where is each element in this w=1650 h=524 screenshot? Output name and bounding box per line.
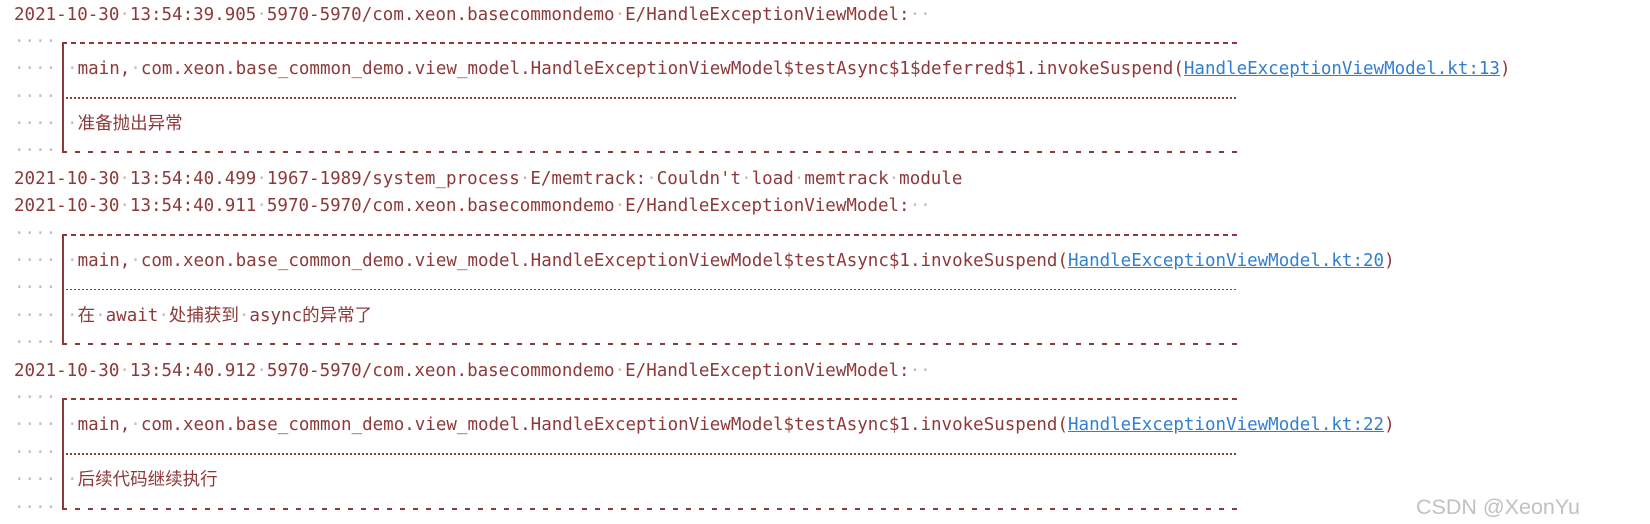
box-cell: ·main,·com.xeon.base_common_demo.view_mo…: [62, 412, 1395, 440]
box-cell: ·后续代码继续执行: [62, 467, 218, 495]
horizontal-border: [62, 97, 1237, 99]
box-divider: ····: [14, 83, 1650, 112]
log-header-line: 2021-10-30·13:54:40.912·5970-5970/com.xe…: [14, 358, 1650, 385]
log-text: 2021-10-30·13:54:40.912·5970-5970/com.xe…: [14, 360, 931, 381]
indent-whitespace-dots: ····: [14, 470, 57, 491]
log-message-line: ···· ·在·await·处捕获到·async的异常了: [14, 302, 1650, 331]
file-link[interactable]: HandleExceptionViewModel.kt:13: [1183, 59, 1500, 80]
indent-whitespace-dots: ····: [14, 141, 57, 162]
box-top-border: ····: [14, 29, 1650, 57]
stack-trace-line: ···· ·main,·com.xeon.base_common_demo.vie…: [14, 56, 1650, 84]
indent-whitespace-dots: ····: [14, 59, 57, 80]
file-link[interactable]: HandleExceptionViewModel.kt:20: [1068, 251, 1385, 272]
box-bottom-border: ····: [14, 138, 1650, 165]
vertical-border: [62, 138, 64, 153]
file-link[interactable]: HandleExceptionViewModel.kt:22: [1068, 415, 1385, 436]
stack-trace-line: ···· ·main,·com.xeon.base_common_demo.vie…: [14, 412, 1650, 440]
vertical-border: [62, 494, 64, 509]
log-message-line: ···· ·准备抛出异常: [14, 111, 1650, 139]
log-text: ·后续代码继续执行: [67, 470, 218, 491]
log-text: ·main,·com.xeon.base_common_demo.view_mo…: [67, 251, 1068, 272]
horizontal-border: [62, 397, 1237, 400]
stack-trace-line: ···· ·main,·com.xeon.base_common_demo.vie…: [14, 248, 1650, 276]
indent-whitespace-dots: ····: [14, 442, 57, 463]
indent-whitespace-dots: ····: [14, 333, 57, 354]
log-header-line: 2021-10-30·13:54:40.911·5970-5970/com.xe…: [14, 193, 1650, 220]
indent-whitespace-dots: ····: [14, 86, 57, 107]
box-divider: ····: [14, 275, 1650, 303]
csdn-watermark: CSDN @XeonYu: [1415, 495, 1580, 519]
indent-whitespace-dots: ····: [14, 305, 57, 326]
log-text: 2021-10-30·13:54:40.499·1967-1989/system…: [14, 168, 963, 189]
box-bottom-border: ····: [14, 330, 1650, 357]
indent-whitespace-dots: ····: [14, 415, 57, 436]
box-divider: ····: [14, 439, 1650, 468]
vertical-border: [62, 233, 64, 249]
vertical-border: [62, 330, 64, 345]
log-text: 2021-10-30·13:54:40.911·5970-5970/com.xe…: [14, 196, 931, 217]
indent-whitespace-dots: ····: [14, 223, 57, 244]
box-cell: ·准备抛出异常: [62, 111, 183, 139]
indent-whitespace-dots: ····: [14, 497, 57, 518]
log-text: 2021-10-30·13:54:39.905·5970-5970/com.xe…: [14, 4, 931, 25]
log-text: ·main,·com.xeon.base_common_demo.view_mo…: [67, 415, 1068, 436]
vertical-border: [62, 397, 64, 413]
box-cell: ·在·await·处捕获到·async的异常了: [62, 302, 373, 331]
horizontal-border: [62, 343, 1237, 346]
box-cell: ·main,·com.xeon.base_common_demo.view_mo…: [62, 248, 1395, 276]
horizontal-border: [62, 288, 1237, 291]
log-text: ·main,·com.xeon.base_common_demo.view_mo…: [67, 59, 1184, 80]
log-text: ·准备抛出异常: [67, 114, 183, 135]
horizontal-border: [62, 233, 1237, 236]
indent-whitespace-dots: ····: [14, 31, 57, 52]
box-bottom-border: ····: [14, 494, 1650, 522]
horizontal-border: [62, 41, 1237, 44]
log-text: ·在·await·处捕获到·async的异常了: [67, 305, 373, 326]
horizontal-border: [62, 453, 1237, 455]
log-text: ): [1384, 415, 1395, 436]
log-text: ): [1499, 59, 1511, 80]
indent-whitespace-dots: ····: [14, 387, 57, 408]
log-message-line: ···· ·后续代码继续执行: [14, 467, 1650, 495]
box-cell: ·main,·com.xeon.base_common_demo.view_mo…: [62, 56, 1511, 84]
horizontal-border: [62, 507, 1237, 510]
indent-whitespace-dots: ····: [14, 251, 57, 272]
memtrack-line: 2021-10-30·13:54:40.499·1967-1989/system…: [14, 166, 1650, 193]
log-text: ): [1384, 251, 1395, 272]
vertical-border: [62, 41, 64, 57]
indent-whitespace-dots: ····: [14, 278, 57, 299]
indent-whitespace-dots: ····: [14, 114, 57, 135]
horizontal-border: [62, 151, 1237, 154]
box-top-border: ····: [14, 221, 1650, 249]
log-header-line: 2021-10-30·13:54:39.905·5970-5970/com.xe…: [14, 2, 1650, 29]
box-top-border: ····: [14, 385, 1650, 413]
